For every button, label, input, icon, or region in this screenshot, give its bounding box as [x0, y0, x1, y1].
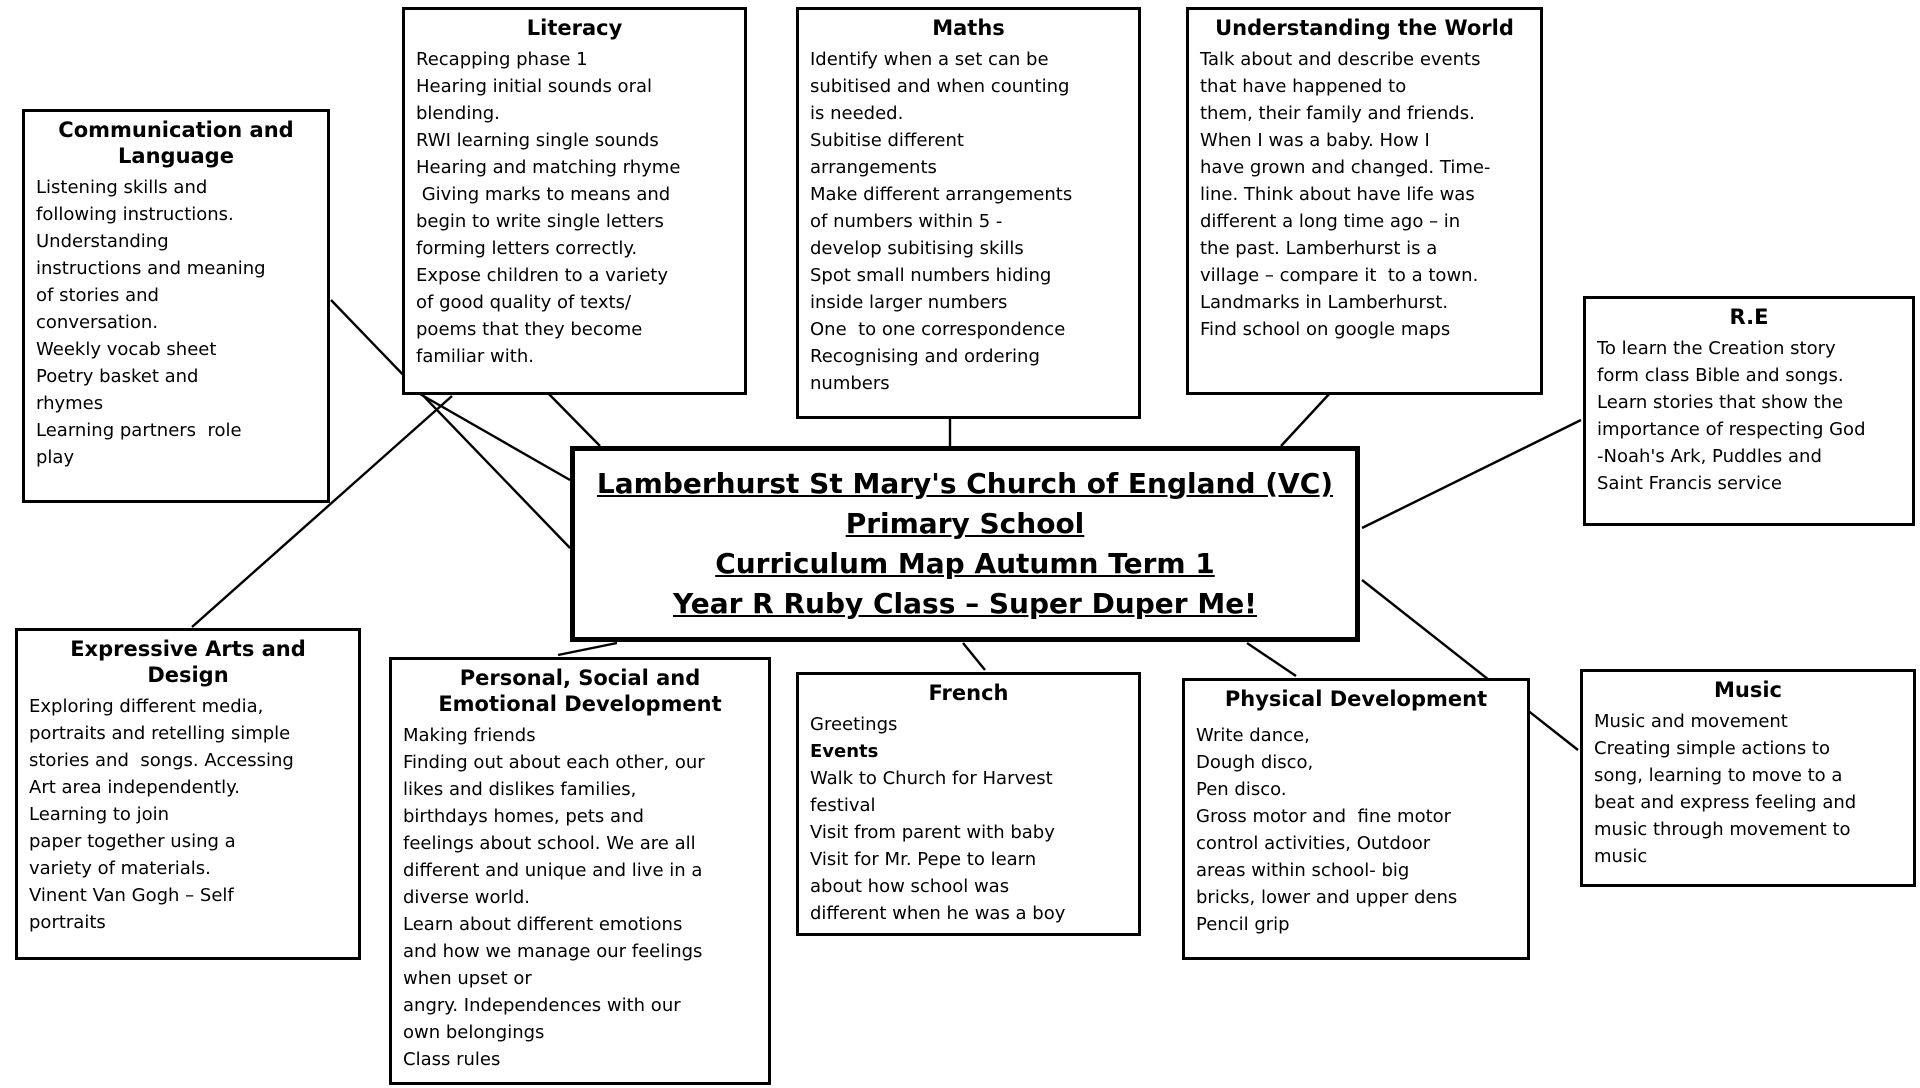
connector-communication — [330, 299, 571, 549]
connector-psed — [557, 641, 618, 657]
box-body-physical-development: Write dance, Dough disco, Pen disco. Gro… — [1196, 725, 1458, 935]
connector-physical-development — [1246, 642, 1297, 677]
box-title-expressive-arts: Expressive Arts and Design — [70, 637, 306, 687]
box-title-psed: Personal, Social and Emotional Developme… — [438, 666, 722, 716]
box-title-french: French — [928, 681, 1009, 705]
box-body-understanding-world: Talk about and describe events that have… — [1200, 49, 1491, 340]
connector-music — [1361, 579, 1579, 751]
subject-box-communication-language: Communication and Language Listening ski… — [22, 109, 330, 503]
box-title-communication-language: Communication and Language — [58, 118, 294, 168]
connector-literacy — [542, 387, 601, 447]
box-body-communication-language: Listening skills and following instructi… — [36, 177, 266, 468]
school-type-line: Primary School — [845, 507, 1085, 540]
box-title-maths: Maths — [932, 16, 1005, 40]
box-body-french-rest: Walk to Church for Harvest festival Visi… — [810, 768, 1066, 924]
subject-box-literacy: Literacy Recapping phase 1 Hearing initi… — [402, 7, 747, 395]
subject-box-understanding-world: Understanding the World Talk about and d… — [1186, 7, 1543, 395]
box-title-re: R.E — [1729, 305, 1769, 329]
box-title-physical-development: Physical Development — [1224, 687, 1488, 711]
subject-box-french: French Greetings Events Walk to Church f… — [796, 672, 1141, 936]
subject-box-music: Music Music and movement Creating simple… — [1580, 669, 1916, 887]
class-theme-line: Year R Ruby Class – Super Duper Me! — [673, 587, 1257, 620]
subject-box-re: R.E To learn the Creation story form cla… — [1583, 296, 1915, 526]
central-title-box: Lamberhurst St Mary's Church of England … — [570, 446, 1360, 642]
curriculum-term-line: Curriculum Map Autumn Term 1 — [715, 547, 1215, 580]
box-title-understanding-world: Understanding the World — [1215, 16, 1514, 40]
box-title-literacy: Literacy — [526, 16, 623, 40]
connector-french — [962, 642, 986, 671]
connector-expressive-arts — [191, 395, 453, 628]
subject-box-physical-development: Physical Development Write dance, Dough … — [1182, 678, 1530, 960]
box-body-french-greetings: Greetings — [810, 714, 898, 735]
connector-re — [1361, 418, 1582, 530]
box-body-psed: Making friends Finding out about each ot… — [403, 725, 705, 1070]
subject-box-expressive-arts: Expressive Arts and Design Exploring dif… — [15, 628, 361, 960]
box-body-french-events-label: Events — [810, 741, 879, 762]
box-body-maths: Identify when a set can be subitised and… — [810, 49, 1073, 394]
connector-understanding-world — [1280, 391, 1332, 447]
box-body-re: To learn the Creation story form class B… — [1597, 338, 1866, 494]
box-body-literacy: Recapping phase 1 Hearing initial sounds… — [416, 49, 681, 367]
subject-box-psed: Personal, Social and Emotional Developme… — [389, 657, 771, 1085]
subject-box-maths: Maths Identify when a set can be subitis… — [796, 7, 1141, 419]
box-title-music: Music — [1714, 678, 1782, 702]
box-body-music: Music and movement Creating simple actio… — [1594, 711, 1857, 867]
school-name-line: Lamberhurst St Mary's Church of England … — [596, 467, 1334, 500]
connector-literacy-left — [405, 384, 571, 482]
box-body-expressive-arts: Exploring different media, portraits and… — [29, 696, 294, 933]
